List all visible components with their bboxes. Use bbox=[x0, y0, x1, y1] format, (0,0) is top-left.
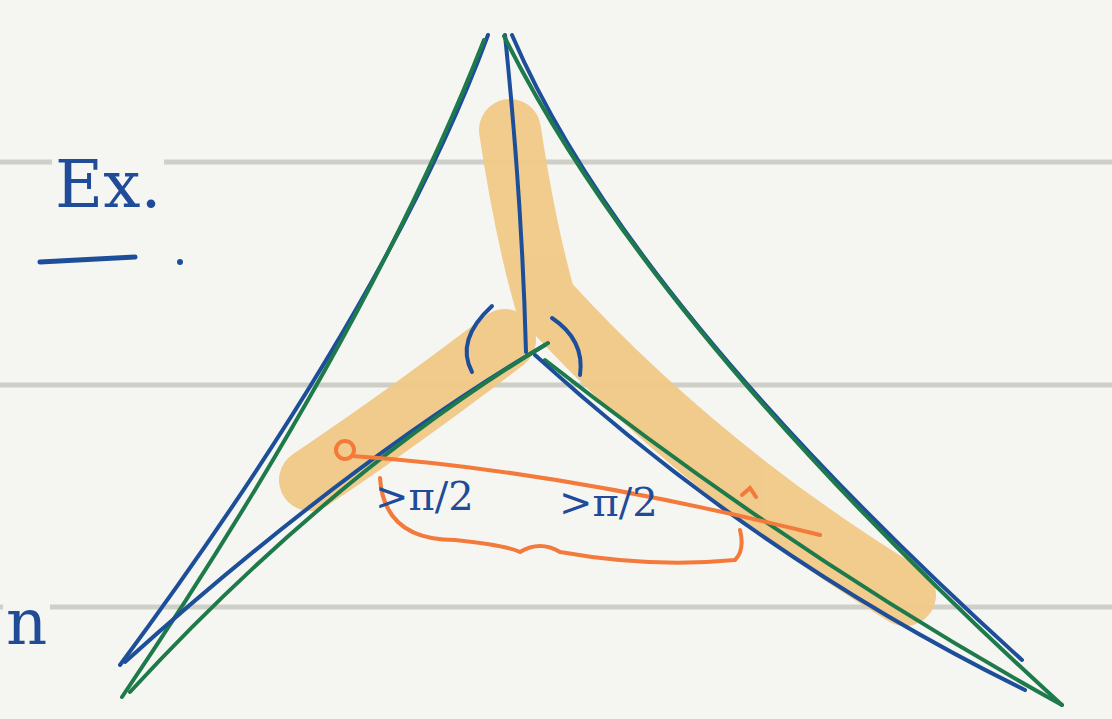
example-heading: Ex. bbox=[52, 150, 164, 220]
angle-label: >π/2 bbox=[556, 480, 661, 524]
highlight-band bbox=[310, 130, 905, 595]
orange-path bbox=[336, 441, 820, 563]
angle-label: >π/2 bbox=[372, 474, 477, 518]
partial-letter: n bbox=[3, 588, 50, 656]
cusp-curves bbox=[40, 35, 1062, 705]
